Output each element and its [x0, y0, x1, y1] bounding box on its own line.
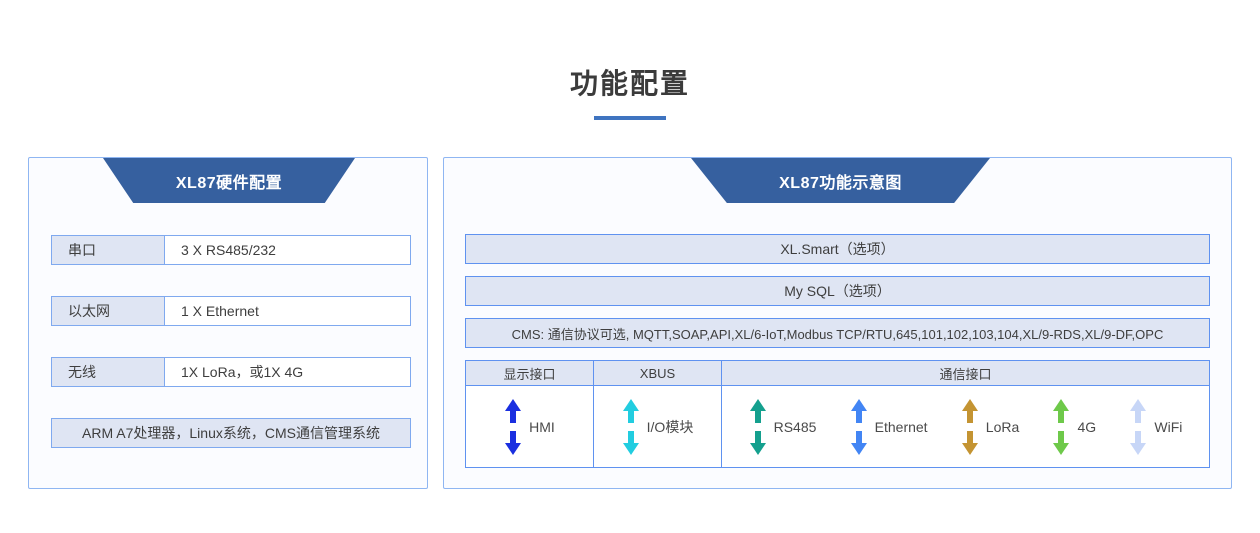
- spec-value: 1X LoRa，或1X 4G: [165, 357, 411, 387]
- interface-header-xbus: XBUS: [594, 361, 722, 385]
- function-diagram-panel: XL87功能示意图 XL.Smart（选项） My SQL（选项） CMS: 通…: [443, 157, 1232, 489]
- page-title-block: 功能配置: [0, 66, 1260, 120]
- interface-item-4g: 4G: [1052, 398, 1096, 456]
- interface-item-label: RS485: [773, 418, 817, 435]
- double-arrow-icon: [1129, 398, 1147, 456]
- hardware-config-banner: XL87硬件配置: [103, 158, 355, 203]
- spec-label: 以太网: [51, 296, 165, 326]
- title-underline: [594, 116, 666, 120]
- interface-item-lora: LoRa: [961, 398, 1019, 456]
- display-interface-cell: HMI: [466, 386, 594, 467]
- stack-row-cms-protocols: CMS: 通信协议可选, MQTT,SOAP,API,XL/6-IoT,Modb…: [465, 318, 1210, 348]
- interface-grid-body: HMI I/O模块 RS485 Ether: [466, 386, 1209, 467]
- interface-item-label: 4G: [1077, 418, 1097, 435]
- page-title: 功能配置: [569, 68, 690, 99]
- interface-item-io-module: I/O模块: [622, 398, 694, 456]
- xbus-interface-cell: I/O模块: [594, 386, 722, 467]
- interface-item-label: LoRa: [985, 418, 1020, 435]
- spec-row: 无线 1X LoRa，或1X 4G: [51, 357, 411, 387]
- interface-header-display: 显示接口: [466, 361, 594, 385]
- interface-grid-header: 显示接口 XBUS 通信接口: [466, 361, 1209, 386]
- interface-grid: 显示接口 XBUS 通信接口 HMI I/O模块: [465, 360, 1210, 468]
- interface-item-ethernet: Ethernet: [850, 398, 928, 456]
- platform-summary: ARM A7处理器，Linux系统，CMS通信管理系统: [51, 418, 411, 448]
- hardware-config-panel: XL87硬件配置 串口 3 X RS485/232 以太网 1 X Ethern…: [28, 157, 428, 489]
- double-arrow-icon: [850, 398, 868, 456]
- interface-item-rs485: RS485: [749, 398, 817, 456]
- spec-value: 1 X Ethernet: [165, 296, 411, 326]
- function-diagram-banner: XL87功能示意图: [691, 158, 990, 203]
- double-arrow-icon: [749, 398, 767, 456]
- spec-value: 3 X RS485/232: [165, 235, 411, 265]
- double-arrow-icon: [504, 398, 522, 456]
- interface-item-label: I/O模块: [646, 418, 694, 435]
- interface-item-hmi: HMI: [504, 398, 555, 456]
- double-arrow-icon: [961, 398, 979, 456]
- spec-row: 串口 3 X RS485/232: [51, 235, 411, 265]
- interface-item-label: HMI: [529, 418, 555, 435]
- double-arrow-icon: [622, 398, 640, 456]
- stack-row-xlsmart: XL.Smart（选项）: [465, 234, 1210, 264]
- spec-row: 以太网 1 X Ethernet: [51, 296, 411, 326]
- double-arrow-icon: [1052, 398, 1070, 456]
- interface-item-label: Ethernet: [874, 418, 928, 435]
- interface-header-comm: 通信接口: [939, 366, 992, 382]
- interface-item-wifi: WiFi: [1129, 398, 1182, 456]
- spec-label: 串口: [51, 235, 165, 265]
- interface-item-label: WiFi: [1154, 418, 1183, 435]
- stack-row-mysql: My SQL（选项）: [465, 276, 1210, 306]
- comm-interface-cell: RS485 Ethernet LoRa 4G: [722, 386, 1209, 467]
- spec-label: 无线: [51, 357, 165, 387]
